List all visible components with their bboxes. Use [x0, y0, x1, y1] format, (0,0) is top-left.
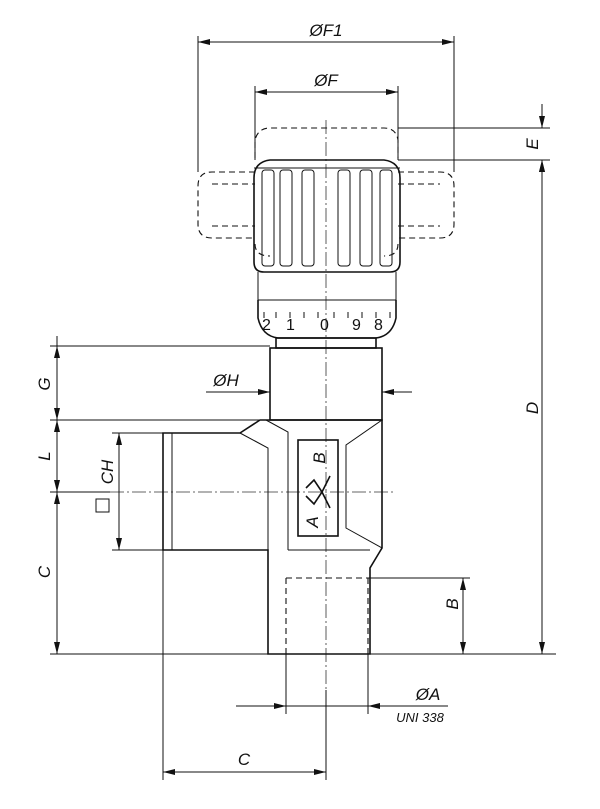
- dial-number: 8: [374, 317, 383, 334]
- handwheel-knob[interactable]: [253, 159, 401, 300]
- dial-number: 2: [262, 317, 271, 334]
- square-section-symbol: [95, 498, 110, 513]
- port-mark-a: A: [303, 516, 322, 528]
- valve-body: B A: [162, 419, 383, 655]
- dimension-f1: ØF1: [197, 21, 455, 172]
- flow-direction-symbol: [297, 439, 339, 537]
- dial-number: 1: [286, 317, 295, 334]
- dimension-e: E: [398, 104, 550, 180]
- dimension-b: B: [368, 577, 470, 654]
- standard-reference: UNI 338: [396, 710, 444, 725]
- svg-text:ØA: ØA: [415, 685, 441, 704]
- dimension-l: L: [35, 420, 110, 493]
- dial-number: 0: [320, 317, 329, 334]
- svg-text:ØH: ØH: [212, 371, 239, 390]
- svg-text:G: G: [35, 377, 54, 390]
- svg-text:E: E: [523, 138, 542, 150]
- svg-text:C: C: [238, 750, 251, 769]
- dimension-a: ØA UNI 338: [236, 654, 448, 725]
- dial-number: 9: [352, 317, 361, 334]
- svg-text:ØF: ØF: [313, 71, 339, 90]
- svg-text:C: C: [35, 565, 54, 578]
- svg-text:B: B: [443, 598, 462, 609]
- svg-text:D: D: [523, 402, 542, 414]
- port-mark-b: B: [310, 452, 329, 463]
- dimension-d: D: [523, 160, 545, 654]
- svg-text:L: L: [35, 451, 54, 460]
- dimension-g: G: [35, 336, 270, 430]
- dimension-c-horizontal: C: [162, 550, 327, 780]
- graduated-collar: 2 1 0 9 8: [257, 299, 397, 339]
- dimension-c-vertical: C: [35, 492, 60, 654]
- svg-text:CH: CH: [98, 459, 117, 484]
- dimension-f: ØF: [254, 71, 399, 160]
- svg-text:ØF1: ØF1: [308, 21, 342, 40]
- dimension-h: ØH: [206, 371, 412, 395]
- dimension-ch: CH: [95, 432, 163, 551]
- handwheel-alternate-outline: [197, 127, 455, 257]
